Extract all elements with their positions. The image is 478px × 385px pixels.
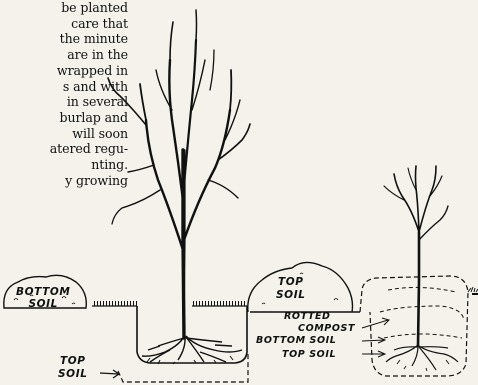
- right-tree: [384, 166, 448, 346]
- label-line: COMPOST: [276, 323, 355, 335]
- top-soil-boundary: [118, 352, 248, 382]
- left-tree-roots: [142, 335, 242, 364]
- bottom-soil-label: BOTTOM SOIL: [16, 286, 70, 310]
- label-line: SOIL: [16, 298, 70, 310]
- label-line: ROTTED: [276, 311, 355, 323]
- label-line: TOP: [276, 276, 306, 289]
- label-line: SOIL: [276, 289, 306, 302]
- right-tree-roots: [386, 345, 458, 371]
- top-soil-left-label: TOP SOIL: [58, 355, 88, 381]
- top-soil-right-label: TOP SOIL: [282, 349, 336, 360]
- bottom-soil-right-label: BOTTOM SOIL: [256, 335, 336, 346]
- label-line: SOIL: [58, 368, 88, 381]
- label-line: BOTTOM: [16, 286, 70, 298]
- grass-strip: [92, 301, 137, 306]
- label-line: TOP: [58, 355, 88, 368]
- left-tree: [108, 10, 250, 338]
- rotted-compost-label: ROTTED COMPOST: [276, 311, 355, 335]
- pit-outline: [137, 306, 247, 363]
- grass-strip: [192, 301, 247, 306]
- top-soil-mound-label: TOP SOIL: [276, 276, 306, 302]
